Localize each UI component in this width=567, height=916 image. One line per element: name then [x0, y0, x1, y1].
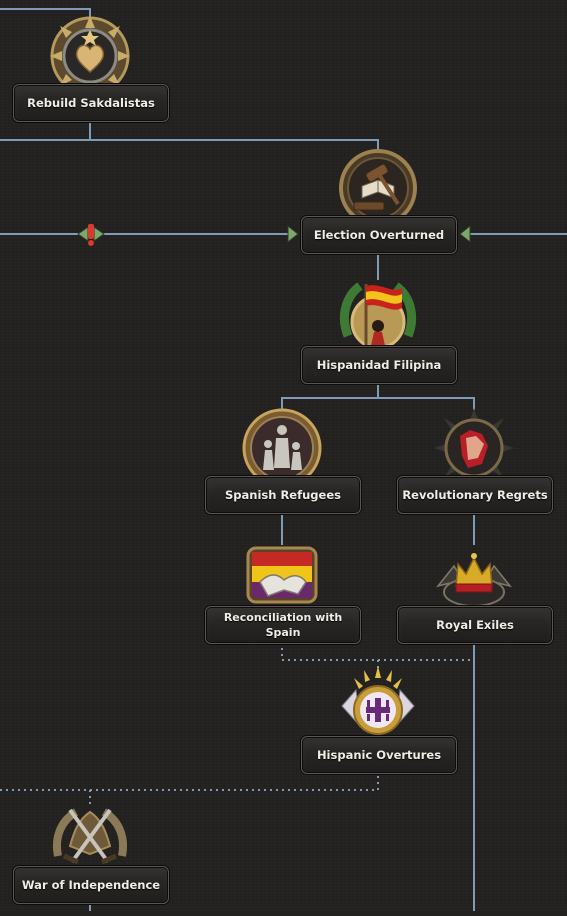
- raised-fist-icon: [434, 408, 514, 488]
- focus-label: Hispanic Overtures: [301, 736, 457, 774]
- cross-shield-icon: [341, 666, 415, 742]
- focus-label: Reconciliation with Spain: [205, 606, 361, 644]
- focus-label: Hispanidad Filipina: [301, 346, 457, 384]
- refugee-family-icon: [242, 408, 322, 488]
- spanish-flag-wreath-icon: [340, 282, 416, 350]
- focus-hispanidad-filipina[interactable]: Hispanidad Filipina: [298, 276, 458, 396]
- arrow-left-icon: [77, 226, 89, 242]
- focus-label: Royal Exiles: [397, 606, 553, 644]
- connector-dotted-overtures-left: [0, 770, 379, 791]
- focus-label: Rebuild Sakdalistas: [13, 84, 169, 122]
- mutual-exclusive-arrows: [77, 224, 471, 244]
- arrow-right-icon: [93, 226, 105, 242]
- handshake-flag-icon: [246, 546, 318, 604]
- focus-label: War of Independence: [13, 866, 169, 904]
- focus-revolutionary-regrets[interactable]: Revolutionary Regrets: [394, 406, 554, 526]
- focus-rebuild-sakdalistas[interactable]: Rebuild Sakdalistas: [10, 14, 170, 134]
- connector-hispanidad-refugees: [281, 380, 379, 410]
- focus-reconciliation-with-spain[interactable]: Reconciliation with Spain: [202, 536, 362, 656]
- heart-medal-icon: [50, 16, 130, 96]
- connector-sakdalistas-election: [89, 120, 379, 155]
- exclusive-warning-icon: [88, 224, 94, 246]
- crossed-swords-icon: [53, 808, 127, 865]
- arrow-into-election-icon: [287, 224, 299, 244]
- focus-royal-exiles[interactable]: Royal Exiles: [394, 536, 554, 656]
- focus-label: Election Overturned: [301, 216, 457, 254]
- focus-label: Revolutionary Regrets: [397, 476, 553, 514]
- focus-war-of-independence[interactable]: War of Independence: [10, 796, 170, 916]
- focus-hispanic-overtures[interactable]: Hispanic Overtures: [298, 666, 458, 786]
- focus-label: Spanish Refugees: [205, 476, 361, 514]
- focus-spanish-refugees[interactable]: Spanish Refugees: [202, 406, 362, 526]
- gavel-book-icon: [339, 149, 417, 227]
- connector-dotted-reconciliation-exiles: [281, 648, 474, 661]
- focus-election-overturned[interactable]: Election Overturned: [298, 146, 458, 266]
- connector-hispanidad-regrets: [378, 397, 475, 410]
- arrow-into-election-right-icon: [459, 224, 471, 244]
